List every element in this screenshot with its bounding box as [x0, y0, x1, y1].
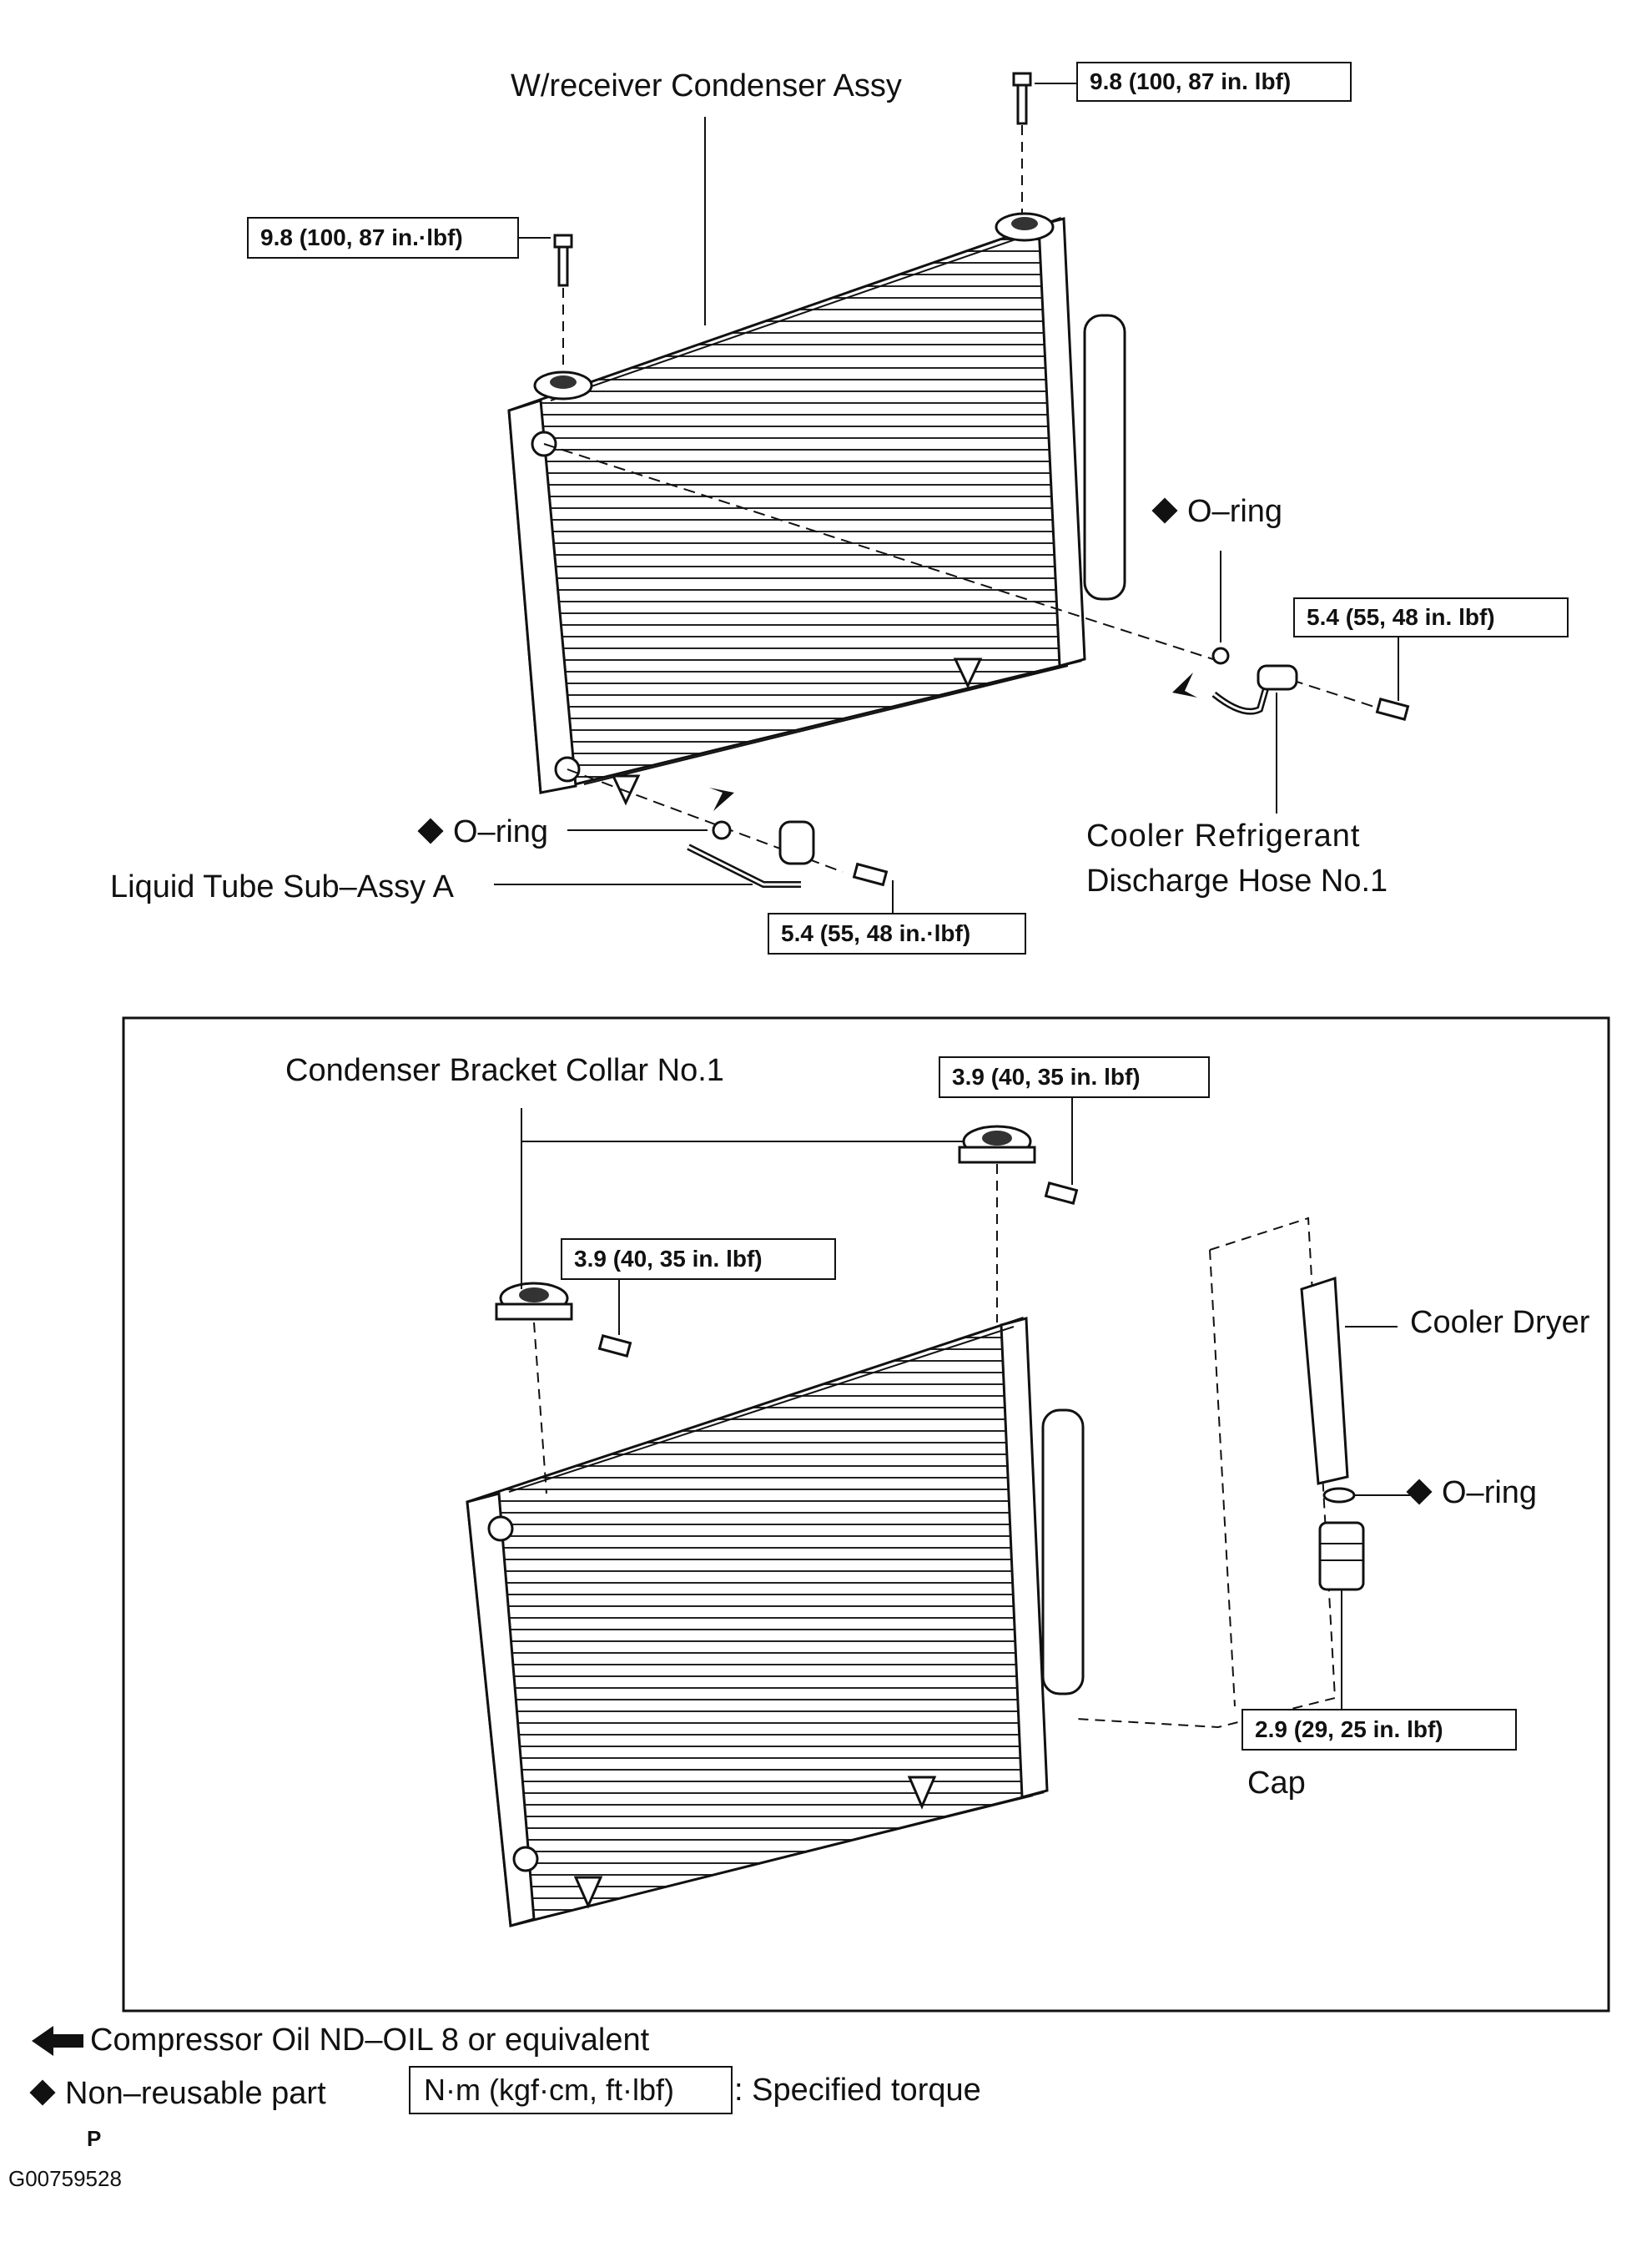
oil-arrow-icon: [32, 2026, 83, 2056]
non-reusable-icon: [1406, 1479, 1433, 1505]
inset-condenser: [466, 1097, 1410, 1927]
liquid-tube-label: Liquid Tube Sub–Assy A: [110, 869, 454, 904]
oring-label-inset: O–ring: [1406, 1477, 1537, 1509]
discharge-hose-label-1: Cooler Refrigerant: [1086, 819, 1361, 854]
page-mark: P: [87, 2126, 102, 2151]
oring-label-left: O–ring: [417, 816, 548, 848]
legend-torque-box: N·m (kgf·cm, ft·lbf): [409, 2066, 733, 2114]
top-left-mount: [533, 370, 593, 401]
cooler-dryer-label: Cooler Dryer: [1410, 1305, 1590, 1340]
torque-box-right-bolt: 5.4 (55, 48 in. lbf): [1293, 597, 1569, 637]
torque-box-top-right: 9.8 (100, 87 in. lbf): [1076, 62, 1352, 102]
cooler-dryer: [1300, 1276, 1356, 1504]
torque-box-collar-right: 3.9 (40, 35 in. lbf): [939, 1056, 1210, 1098]
bracket-collar-right: [958, 1125, 1036, 1164]
cap-label: Cap: [1247, 1766, 1306, 1801]
oring-label-right: O–ring: [1151, 496, 1282, 527]
figure-code: G00759528: [8, 2166, 122, 2191]
torque-box-cap: 2.9 (29, 25 in. lbf): [1242, 1709, 1517, 1751]
torque-box-bottom-bolt: 5.4 (55, 48 in.·lbf): [768, 913, 1026, 955]
non-reusable-icon: [1151, 497, 1178, 524]
non-reusable-icon: [29, 2079, 56, 2106]
discharge-hose-label-2: Discharge Hose No.1: [1086, 864, 1388, 899]
discharge-hose: [1211, 664, 1298, 715]
liquid-tube: [687, 820, 815, 888]
bracket-collar-left: [495, 1282, 573, 1321]
non-reusable-icon: [417, 818, 444, 844]
inset-frame: [122, 1016, 1610, 2013]
bracket-collar-label: Condenser Bracket Collar No.1: [285, 1053, 724, 1088]
legend-oil-text: Compressor Oil ND–OIL 8 or equivalent: [90, 2023, 650, 2058]
legend-torque-desc: : Specified torque: [734, 2073, 981, 2108]
torque-box-top-left: 9.8 (100, 87 in.·lbf): [247, 217, 519, 259]
condenser-assy-label: W/receiver Condenser Assy: [511, 68, 902, 103]
top-right-mount: [995, 212, 1055, 242]
dryer-cap: [1318, 1521, 1365, 1591]
torque-box-collar-left: 3.9 (40, 35 in. lbf): [561, 1238, 836, 1280]
legend-non-reusable: Non–reusable part: [29, 2078, 326, 2109]
top-condenser: [494, 72, 1410, 914]
